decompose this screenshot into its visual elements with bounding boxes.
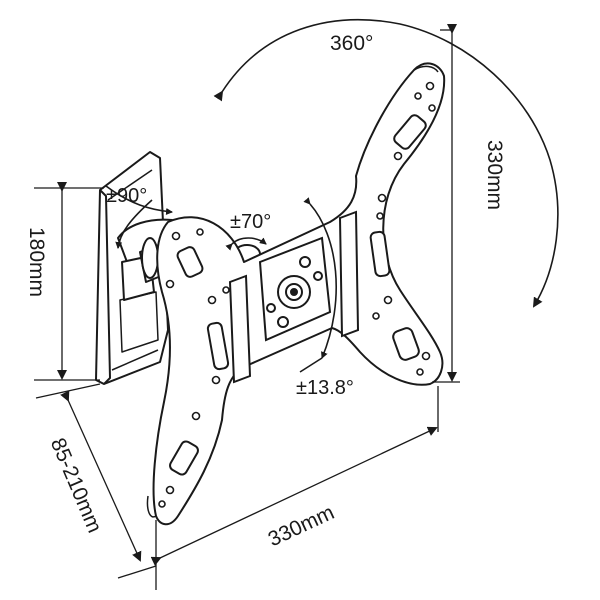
vertical-rail-left xyxy=(228,274,252,384)
height-right-label: 330mm xyxy=(483,140,506,210)
rotation-label: 360° xyxy=(330,32,373,55)
vertical-rail-right xyxy=(338,210,360,338)
level-label: ±13.8° xyxy=(296,377,354,399)
depth-label: 85-210mm xyxy=(46,435,106,536)
tilt-label: ±70° xyxy=(230,211,271,233)
height-left-label: 180mm xyxy=(25,227,48,297)
swivel-label: ±90° xyxy=(106,185,147,207)
rotation-arrows xyxy=(105,18,559,373)
width-bottom-label: 330mm xyxy=(265,501,338,551)
